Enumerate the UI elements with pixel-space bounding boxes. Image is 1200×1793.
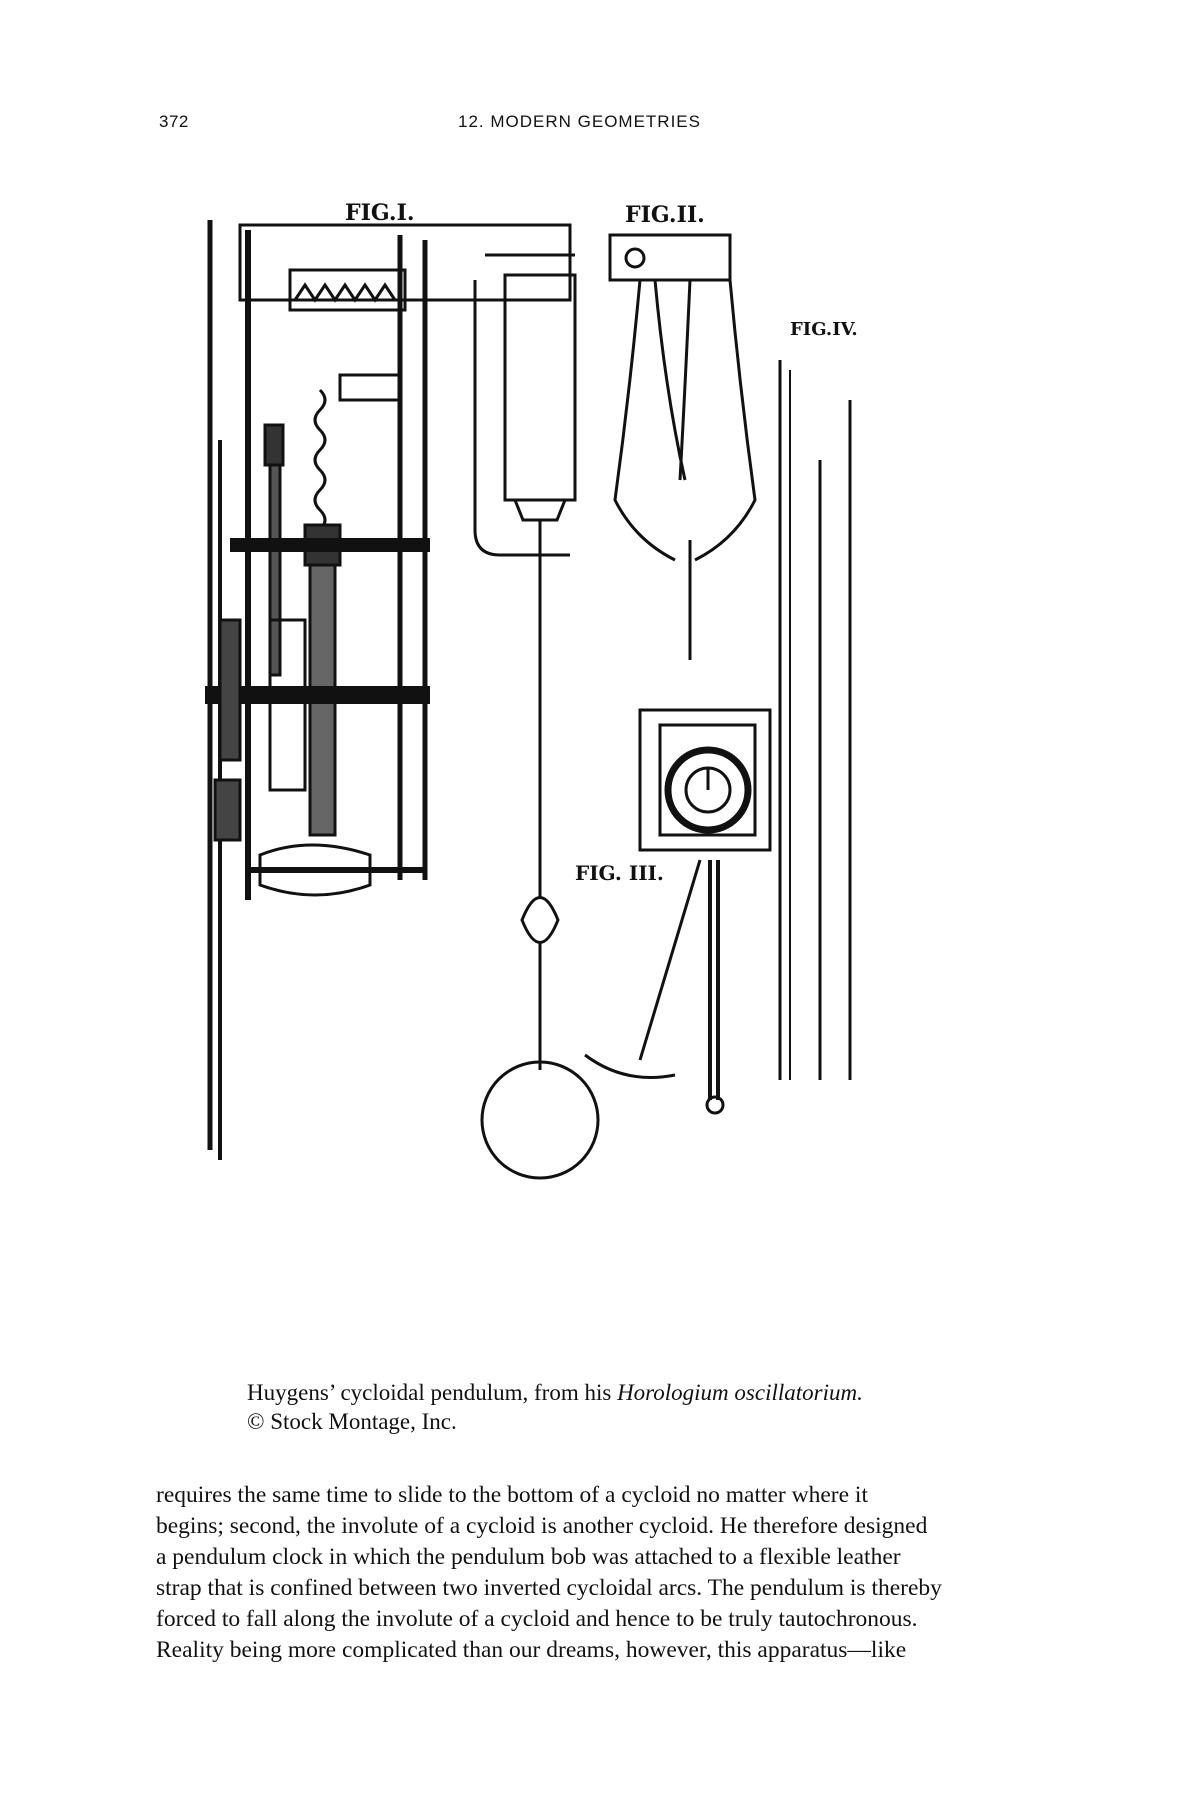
cycloidal-cheeks-block [608, 233, 732, 282]
fig-3-label: FIG. III. [575, 861, 664, 885]
fig-1-label: FIG.I. [345, 200, 415, 226]
page-number: 372 [159, 112, 189, 131]
huygens-pendulum-figure: FIG.I. FIG.II. FIG. III. FIG.IV. [170, 200, 1030, 1350]
pendulum-bob [480, 1060, 600, 1180]
caption-prefix: Huygens’ cycloidal pendulum, from his [247, 1380, 618, 1405]
body-line: requires the same time to slide to the b… [156, 1482, 868, 1508]
body-line: begins; second, the involute of a cycloi… [156, 1513, 928, 1539]
figure-caption: Huygens’ cycloidal pendulum, from his Ho… [247, 1378, 1007, 1436]
caption-line-2: © Stock Montage, Inc. [247, 1409, 457, 1434]
body-line: strap that is confined between two inver… [156, 1575, 942, 1601]
running-head: 12. MODERN GEOMETRIES [458, 112, 701, 131]
body-line: forced to fall along the involute of a c… [156, 1606, 918, 1632]
gear-g [263, 423, 285, 467]
driving-weight-t [503, 273, 577, 502]
caption-line-1: Huygens’ cycloidal pendulum, from his Ho… [247, 1378, 1007, 1407]
pillar [258, 843, 372, 897]
clock-dial [664, 746, 752, 834]
body-paragraph: requires the same time to slide to the b… [156, 1480, 1044, 1666]
clock-case [638, 708, 772, 852]
figure-illustration: FIG.I. FIG.II. FIG. III. FIG.IV. [205, 200, 858, 1180]
body-line: a pendulum clock in which the pendulum b… [156, 1544, 901, 1570]
fig-4-label: FIG.IV. [790, 319, 858, 340]
fig-2-label: FIG.II. [625, 202, 705, 228]
caption-title: Horologium oscillatorium. [617, 1380, 863, 1405]
body-line: Reality being more complicated than our … [156, 1637, 907, 1663]
